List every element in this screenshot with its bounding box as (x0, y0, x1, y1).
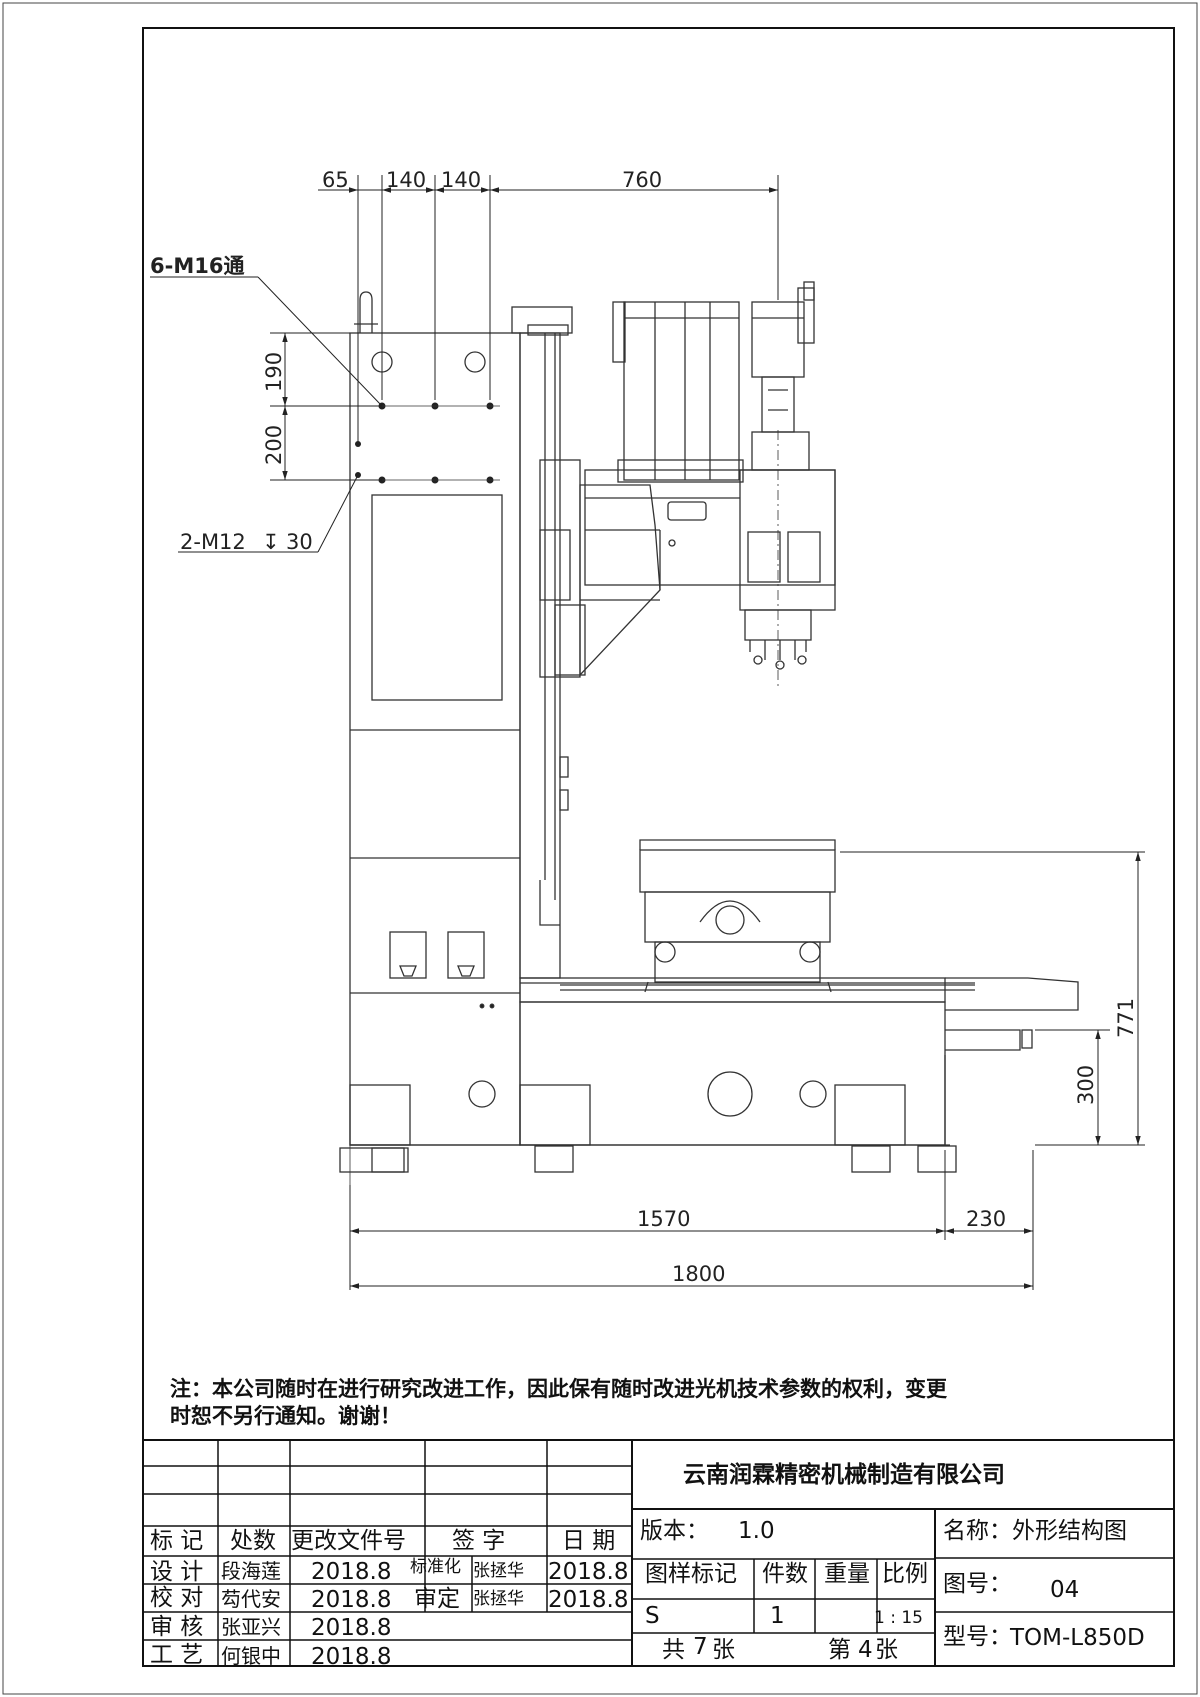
cylinder (751, 301, 805, 378)
machine-bed (519, 1001, 946, 1146)
col-scale: 比例 (882, 1561, 928, 1587)
version-value: 1.0 (738, 1518, 775, 1544)
date-check: 2018.8 (311, 1587, 392, 1613)
drawing-number: 04 (1050, 1577, 1080, 1603)
date-review: 2018.8 (311, 1615, 392, 1641)
dim-300: 300 (1074, 1065, 1098, 1105)
version-label: 版本： (640, 1518, 709, 1544)
col-qty: 件数 (762, 1561, 808, 1587)
inner-border (142, 27, 1175, 1667)
dim-140a: 140 (386, 168, 426, 192)
dim-760: 760 (622, 168, 662, 192)
name-design: 段海莲 (221, 1559, 281, 1583)
dim-200: 200 (262, 425, 286, 465)
callout-m12-depth: 30 (286, 530, 313, 554)
drawing-number-label: 图号： (943, 1571, 1012, 1597)
model-number: TOM-L850D (1010, 1625, 1145, 1651)
role-check: 校 对 (150, 1585, 204, 1611)
total-sheets-suffix: 张 (712, 1637, 735, 1663)
title-block-grid (143, 1439, 1174, 1666)
work-table (639, 849, 836, 893)
callout-m12: 2-M12 (180, 530, 246, 554)
note-line-1: 注：本公司随时在进行研究改进工作，因此保有随时改进光机技术参数的权利，变更 (170, 1377, 947, 1401)
value-pattern-mark: S (645, 1603, 660, 1629)
headstock-arm (584, 469, 836, 586)
dim-1570: 1570 (637, 1207, 690, 1231)
note-line-2: 时恕不另行通知。谢谢！ (170, 1404, 401, 1428)
company-name: 云南润霖精密机械制造有限公司 (683, 1462, 1005, 1488)
header-date: 日 期 (562, 1528, 616, 1554)
name-review: 张亚兴 (221, 1615, 281, 1639)
approval-label: 审定 (414, 1586, 460, 1612)
drawing-name: 名称：外形结构图 (943, 1518, 1127, 1544)
standardization-label: 标准化 (410, 1557, 461, 1577)
dim-190: 190 (262, 352, 286, 392)
sheet-number-prefix: 第 (828, 1637, 851, 1663)
machine-drawing (339, 281, 1079, 1185)
date-process: 2018.8 (311, 1644, 392, 1670)
dimension-text: 65 140 140 760 190 200 771 300 1570 230 … (150, 168, 1138, 1286)
value-scale: 1 : 15 (874, 1608, 923, 1628)
name-process: 何银中 (221, 1644, 281, 1668)
dim-771: 771 (1114, 998, 1138, 1038)
callout-m16: 6-M16通 (150, 254, 244, 278)
col-pattern-mark: 图样标记 (645, 1561, 737, 1587)
role-review: 审 核 (150, 1614, 204, 1640)
dim-65: 65 (322, 168, 349, 192)
dim-230: 230 (966, 1207, 1006, 1231)
name-check: 芶代安 (221, 1587, 281, 1611)
column-window (371, 494, 503, 701)
total-sheets-prefix: 共 (662, 1637, 685, 1663)
header-mark: 标 记 (150, 1528, 204, 1554)
header-signature: 签 字 (452, 1528, 506, 1554)
role-design: 设 计 (150, 1559, 204, 1585)
dim-140b: 140 (441, 168, 481, 192)
standardization-date: 2018.8 (548, 1559, 629, 1585)
sheet-number: 4 (858, 1637, 873, 1663)
standardization-name: 张拯华 (473, 1561, 524, 1581)
m16-holes (355, 402, 494, 484)
sheet-number-suffix: 张 (875, 1637, 898, 1663)
depth-symbol-icon: ↧ (262, 530, 280, 554)
spindle-motor (623, 301, 740, 481)
bed-hole-large (707, 1071, 753, 1117)
column-body (349, 332, 521, 1146)
dimension-lines (150, 175, 1145, 1290)
col-weight: 重量 (824, 1561, 870, 1587)
header-change-doc: 更改文件号 (291, 1528, 406, 1554)
approval-date: 2018.8 (548, 1587, 629, 1613)
model-label: 型号： (943, 1624, 1012, 1650)
value-qty: 1 (770, 1603, 785, 1629)
header-places: 处数 (230, 1528, 276, 1554)
leveling-feet (339, 1084, 957, 1173)
dim-1800: 1800 (672, 1262, 725, 1286)
date-design: 2018.8 (311, 1559, 392, 1585)
approval-name: 张拯华 (473, 1589, 524, 1609)
role-process: 工 艺 (150, 1642, 204, 1668)
total-sheets: 7 (693, 1634, 708, 1660)
disclaimer-note: 注：本公司随时在进行研究改进工作，因此保有随时改进光机技术参数的权利，变更 时恕… (170, 1376, 1160, 1430)
